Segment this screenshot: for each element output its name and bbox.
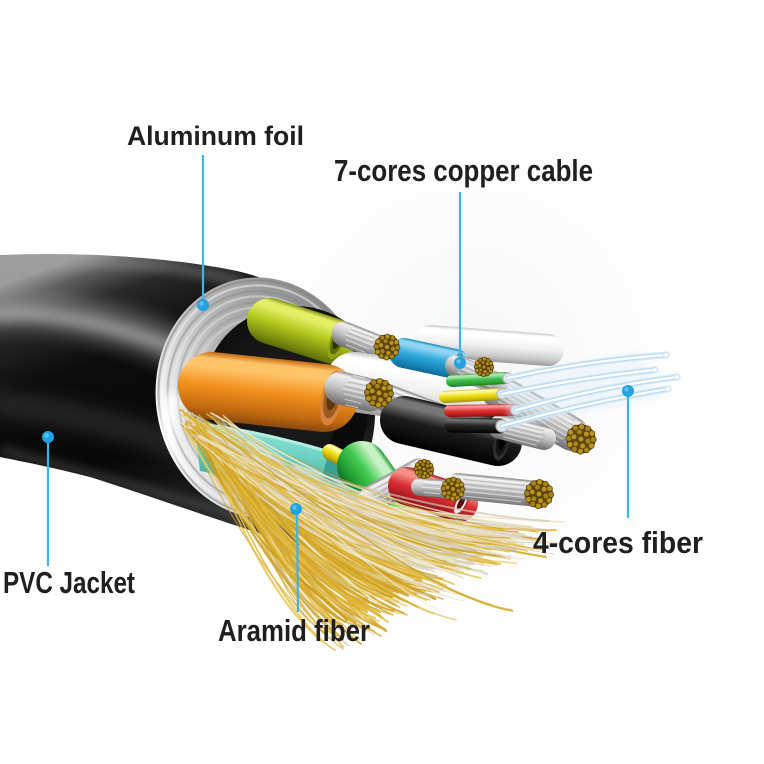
svg-text:Aramid fiber: Aramid fiber xyxy=(218,613,370,648)
svg-text:PVC Jacket: PVC Jacket xyxy=(3,565,135,600)
svg-text:4-cores fiber: 4-cores fiber xyxy=(533,525,703,560)
svg-text:7-cores copper cable: 7-cores copper cable xyxy=(334,153,593,188)
svg-text:Aluminum foil: Aluminum foil xyxy=(127,121,304,151)
